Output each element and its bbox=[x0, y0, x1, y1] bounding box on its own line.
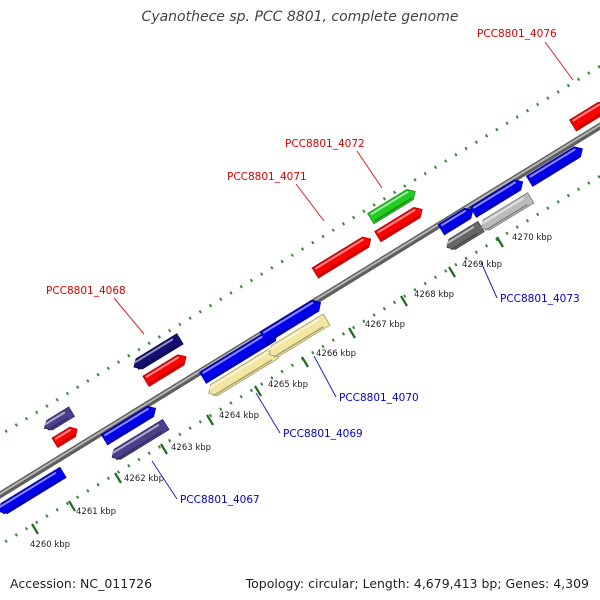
map-title: Cyanothece sp. PCC 8801, complete genome bbox=[141, 9, 459, 25]
scale-tick bbox=[348, 327, 356, 339]
gene-label-PCC8801_4068[interactable]: PCC8801_4068 bbox=[46, 285, 126, 297]
scale-tick bbox=[68, 500, 76, 512]
gene-PCC8801_4072[interactable] bbox=[367, 186, 419, 225]
scale-tick bbox=[254, 385, 262, 397]
gene-gene-d[interactable] bbox=[100, 403, 158, 446]
gene-gene-o[interactable] bbox=[437, 205, 476, 236]
accession-text: Accession: NC_011726 bbox=[10, 576, 153, 591]
gene-gene-p[interactable] bbox=[444, 220, 485, 252]
scale-tick-label: 4262 kbp bbox=[124, 474, 164, 484]
scale-tick bbox=[114, 472, 122, 484]
scale-tick-label: 4270 kbp bbox=[512, 233, 552, 243]
scale-tick bbox=[301, 356, 309, 368]
scale-tick bbox=[448, 266, 456, 278]
scale-tick-label: 4264 kbp bbox=[219, 411, 259, 421]
gene-gene-b[interactable] bbox=[41, 406, 76, 433]
gene-gene-r[interactable] bbox=[478, 192, 535, 234]
gene-gene-s[interactable] bbox=[525, 144, 585, 187]
guide-track-1 bbox=[0, 64, 600, 437]
gene-label-PCC8801_4071[interactable]: PCC8801_4071 bbox=[227, 171, 307, 183]
leader-line bbox=[480, 261, 498, 299]
gene-track bbox=[0, 99, 600, 516]
leader-line bbox=[113, 297, 145, 335]
gene-label-PCC8801_4067[interactable]: PCC8801_4067 bbox=[180, 494, 260, 506]
scale-tick bbox=[31, 523, 39, 535]
gene-PCC8801_4070[interactable] bbox=[259, 297, 324, 344]
gene-PCC8801_4076[interactable] bbox=[569, 99, 600, 132]
leader-line bbox=[151, 460, 178, 500]
gene-label-PCC8801_4069[interactable]: PCC8801_4069 bbox=[283, 428, 363, 440]
scale-tick-label: 4261 kbp bbox=[76, 507, 116, 517]
gene-gene-c[interactable] bbox=[51, 425, 80, 449]
gene-PCC8801_4071[interactable] bbox=[311, 234, 374, 279]
gene-PCC8801_4068[interactable] bbox=[131, 333, 184, 372]
gene-gene-g[interactable] bbox=[142, 352, 189, 387]
scale-tick bbox=[496, 236, 504, 248]
leader-line bbox=[313, 355, 337, 398]
gene-gene-n[interactable] bbox=[374, 204, 426, 243]
topology-summary: Topology: circular; Length: 4,679,413 bp… bbox=[245, 576, 589, 591]
gene-label-PCC8801_4072[interactable]: PCC8801_4072 bbox=[285, 138, 365, 150]
gene-label-PCC8801_4073[interactable]: PCC8801_4073 bbox=[500, 293, 580, 305]
gene-label-PCC8801_4070[interactable]: PCC8801_4070 bbox=[339, 392, 419, 404]
scale-tick-label: 4260 kbp bbox=[30, 540, 70, 550]
scale-tick-label: 4263 kbp bbox=[171, 443, 211, 453]
gene-labels: PCC8801_4076PCC8801_4072PCC8801_4071PCC8… bbox=[46, 28, 580, 506]
scale-tick-label: 4265 kbp bbox=[268, 380, 308, 390]
gene-gene-k[interactable] bbox=[266, 313, 331, 360]
scale-tick-label: 4266 kbp bbox=[316, 349, 356, 359]
gene-PCC8801_4073[interactable] bbox=[469, 177, 526, 218]
scale-tick-label: 4268 kbp bbox=[414, 290, 454, 300]
scale-bar: 4260 kbp 4261 kbp 4262 kbp 4263 kbp 4264 kbp… bbox=[30, 233, 552, 550]
gene-PCC8801_4067[interactable] bbox=[109, 418, 170, 462]
guide-track-2 bbox=[0, 174, 600, 547]
leader-line bbox=[295, 183, 325, 222]
leader-line bbox=[544, 41, 574, 81]
leader-line bbox=[255, 392, 281, 434]
scale-tick bbox=[160, 443, 168, 455]
scale-tick-label: 4267 kbp bbox=[365, 320, 405, 330]
scale-tick bbox=[400, 295, 408, 307]
scale-tick bbox=[206, 414, 214, 426]
gene-label-PCC8801_4076[interactable]: PCC8801_4076 bbox=[477, 28, 557, 40]
leader-line bbox=[356, 150, 383, 189]
gene-gene-a[interactable] bbox=[0, 466, 67, 516]
